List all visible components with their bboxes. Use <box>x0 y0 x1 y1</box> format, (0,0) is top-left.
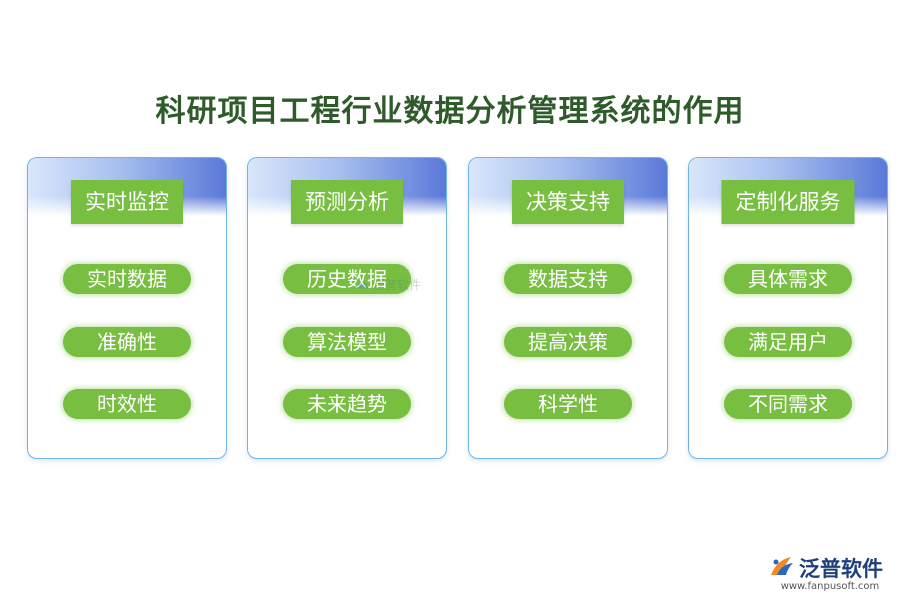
brand-url: www.fanpusoft.com <box>780 581 880 592</box>
card-header: 决策支持 <box>512 180 624 224</box>
brand-logo: 泛普软件 www.fanpusoft.com <box>769 553 891 595</box>
card-customized-service: 定制化服务 具体需求 满足用户 不同需求 <box>688 157 888 459</box>
card-item: 提高决策 <box>504 327 632 357</box>
brand-name: 泛普软件 <box>799 557 883 581</box>
watermark-text: 泛普软件 <box>373 278 422 292</box>
card-realtime-monitoring: 实时监控 实时数据 准确性 时效性 <box>27 157 227 459</box>
card-item: 科学性 <box>504 389 632 419</box>
card-header: 预测分析 <box>291 180 403 224</box>
card-predictive-analysis: 预测分析 历史数据 算法模型 未来趋势 <box>247 157 447 459</box>
card-item: 具体需求 <box>724 264 852 294</box>
card-item: 数据支持 <box>504 264 632 294</box>
card-header: 定制化服务 <box>721 180 855 224</box>
fanpu-logo-icon <box>356 279 369 288</box>
card-item: 实时数据 <box>63 264 191 294</box>
card-decision-support: 决策支持 数据支持 提高决策 科学性 <box>468 157 668 459</box>
card-item: 未来趋势 <box>283 389 411 419</box>
page-title: 科研项目工程行业数据分析管理系统的作用 <box>155 94 745 129</box>
card-item: 准确性 <box>63 327 191 357</box>
card-item: 算法模型 <box>283 327 411 357</box>
card-header: 实时监控 <box>71 180 183 224</box>
watermark: 泛普软件 <box>354 276 421 293</box>
fanpu-logo-icon <box>771 557 793 575</box>
card-item: 不同需求 <box>724 389 852 419</box>
card-item: 历史数据 <box>283 264 411 294</box>
card-item: 时效性 <box>63 389 191 419</box>
card-item: 满足用户 <box>724 327 852 357</box>
